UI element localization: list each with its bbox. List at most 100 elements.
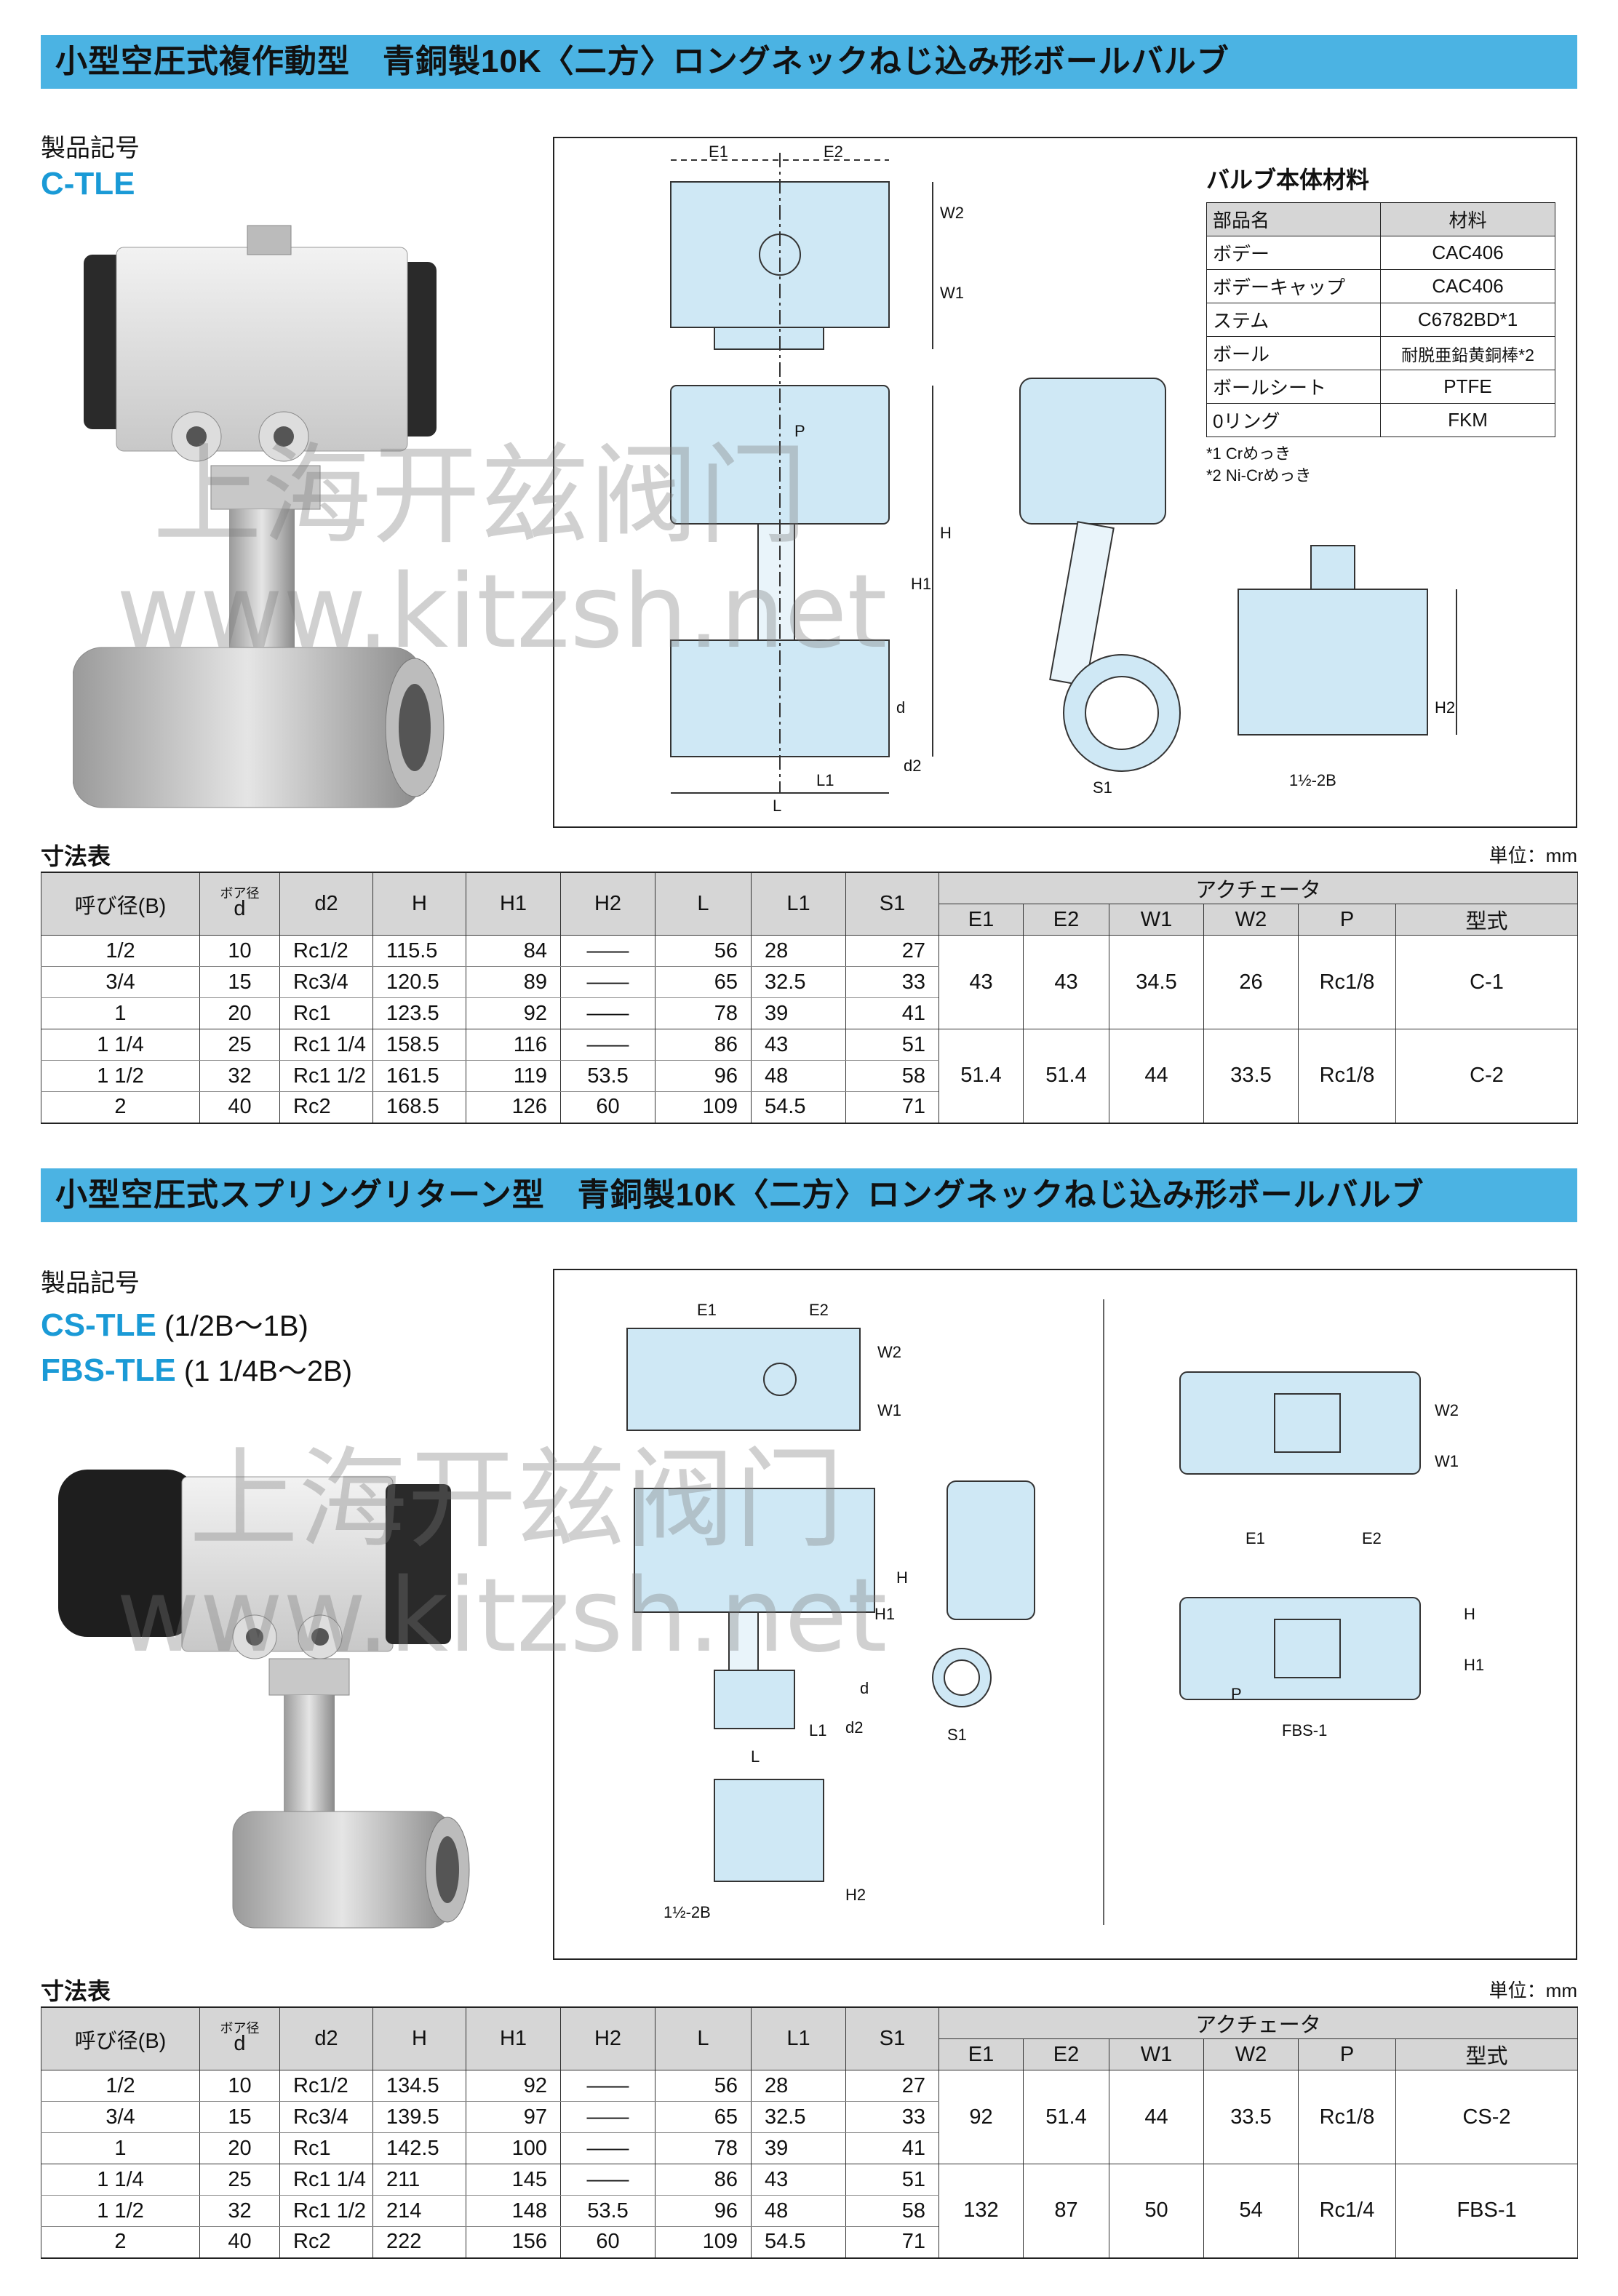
size2-label-big: 1½-2B xyxy=(663,1903,711,1921)
cell-l: 96 xyxy=(655,2195,752,2227)
cell-nominal: 1/2 xyxy=(41,2070,200,2102)
col-model: 型式 xyxy=(1395,2038,1579,2070)
cell-h: 142.5 xyxy=(372,2132,466,2164)
dimension-drawing-1: E1 E2 W2 W1 P H H1 d d2 L L1 S1 H2 1½-2B xyxy=(670,143,1457,815)
dim2-l1: L1 xyxy=(809,1721,826,1739)
product-label-1: 製品記号 xyxy=(41,135,140,162)
cell-w2: 33.5 xyxy=(1203,2070,1299,2164)
col-s1: S1 xyxy=(845,2006,939,2070)
cell-l1: 32.5 xyxy=(751,2101,846,2133)
cell-e1: 51.4 xyxy=(938,1029,1024,1124)
dim-p: P xyxy=(794,422,805,440)
cell-e2: 43 xyxy=(1023,935,1109,1029)
dim-s1: S1 xyxy=(1093,778,1112,797)
dim-h1: H1 xyxy=(911,575,931,593)
table-row: 2 40 Rc2 168.5 126 60 109 54.5 71 xyxy=(41,1091,1578,1124)
cell-l: 56 xyxy=(655,2070,752,2102)
cell-h1: 92 xyxy=(466,997,561,1029)
table-row: 1 1/4 25 Rc1 1/4 158.5 116 —— 86 43 51 5… xyxy=(41,1029,1579,1124)
cell-nominal: 2 xyxy=(41,1091,200,1124)
cell-h: 168.5 xyxy=(372,1091,466,1124)
table-row: 3/4 15 Rc3/4 120.5 89 —— 65 32.5 33 xyxy=(41,966,1578,998)
col-h2: H2 xyxy=(560,872,655,936)
cell-h2: 53.5 xyxy=(560,1060,655,1092)
cell-s1: 27 xyxy=(845,2070,939,2102)
dim-w1: W1 xyxy=(940,284,964,302)
unit-label-2: 単位：mm xyxy=(1489,1980,1577,2001)
cell-nominal: 2 xyxy=(41,2226,200,2259)
materials-title: バルブ本体材料 xyxy=(1206,167,1370,193)
cell-h1: 116 xyxy=(466,1029,561,1061)
cell-d2: Rc1/2 xyxy=(279,935,373,967)
cell-h: 214 xyxy=(372,2195,466,2227)
section-title-2: 小型空圧式スプリングリターン型 青銅製10K〈二方〉ロングネックねじ込み形ボール… xyxy=(41,1168,1577,1222)
cell-s1: 58 xyxy=(845,2195,939,2227)
cell-nominal: 1 xyxy=(41,2132,200,2164)
material: CAC406 xyxy=(1380,236,1555,270)
dimension-drawing-2: E1 E2 W2 W1 H H1 d d2 L L1 S1 H2 1½-2B W… xyxy=(626,1299,1484,1925)
cell-l1: 28 xyxy=(751,935,846,967)
col-w1: W1 xyxy=(1109,904,1204,936)
part-name: ボデーキャップ xyxy=(1205,269,1382,303)
cell-l1: 28 xyxy=(751,2070,846,2102)
cell-s1: 33 xyxy=(845,966,939,998)
cell-p: Rc1/8 xyxy=(1298,1029,1396,1124)
dim2-w1: W1 xyxy=(877,1401,901,1419)
cell-e2: 51.4 xyxy=(1023,1029,1109,1124)
cell-h: 123.5 xyxy=(372,997,466,1029)
cell-d2: Rc2 xyxy=(279,1091,373,1124)
cell-l1: 48 xyxy=(751,1060,846,1092)
cell-h: 211 xyxy=(372,2164,466,2196)
materials-row: ボール耐脱亜鉛黄銅棒*2 xyxy=(1205,336,1555,370)
cell-h: 115.5 xyxy=(372,935,466,967)
cell-l1: 54.5 xyxy=(751,1091,846,1124)
col-actuator: アクチェータ xyxy=(938,872,1579,904)
valve-photo-double-acting xyxy=(73,225,445,808)
dim2-h: H xyxy=(896,1568,908,1587)
cell-l: 86 xyxy=(655,2164,752,2196)
cell-l: 78 xyxy=(655,2132,752,2164)
cell-h1: 156 xyxy=(466,2226,561,2259)
table-row: 1 20 Rc1 142.5 100 —— 78 39 41 xyxy=(41,2132,1578,2164)
col-e2: E2 xyxy=(1023,904,1109,936)
dims-label-1: 寸法表 xyxy=(41,843,111,869)
cell-h1: 126 xyxy=(466,1091,561,1124)
cell-d: 32 xyxy=(199,2195,280,2227)
dim2-h1: H1 xyxy=(874,1605,895,1623)
cell-d2: Rc1 1/2 xyxy=(279,1060,373,1092)
cell-s1: 41 xyxy=(845,2132,939,2164)
cell-l: 56 xyxy=(655,935,752,967)
cell-h2: 60 xyxy=(560,2226,655,2259)
cell-d2: Rc3/4 xyxy=(279,966,373,998)
cell-s1: 41 xyxy=(845,997,939,1029)
product-code-cstle: CS-TLE (1/2B〜1B) xyxy=(41,1307,308,1343)
table-row: 1 1/4 25 Rc1 1/4 211 145 —— 86 43 51 132… xyxy=(41,2164,1579,2259)
cell-h2: 60 xyxy=(560,1091,655,1124)
cell-w1: 34.5 xyxy=(1109,935,1204,1029)
cell-h2: —— xyxy=(560,997,655,1029)
cell-e2: 87 xyxy=(1023,2164,1109,2259)
cell-w1: 50 xyxy=(1109,2164,1204,2259)
cell-d2: Rc2 xyxy=(279,2226,373,2259)
col-d2: d2 xyxy=(279,872,373,936)
fbs-label: FBS-1 xyxy=(1282,1721,1327,1739)
cell-nominal: 1 xyxy=(41,997,200,1029)
cell-s1: 71 xyxy=(845,1091,939,1124)
part-name: ボール xyxy=(1205,336,1382,370)
cell-h2: —— xyxy=(560,2164,655,2196)
cell-d: 40 xyxy=(199,2226,280,2259)
cell-nominal: 1 1/2 xyxy=(41,1060,200,1092)
cell-d: 32 xyxy=(199,1060,280,1092)
dim2-d: d xyxy=(860,1679,869,1697)
size-label-big: 1½-2B xyxy=(1289,771,1336,789)
cell-l1: 43 xyxy=(751,2164,846,2196)
cell-h: 139.5 xyxy=(372,2101,466,2133)
dim2-e1: E1 xyxy=(697,1301,717,1319)
valve-photo-spring-return xyxy=(58,1470,470,1929)
